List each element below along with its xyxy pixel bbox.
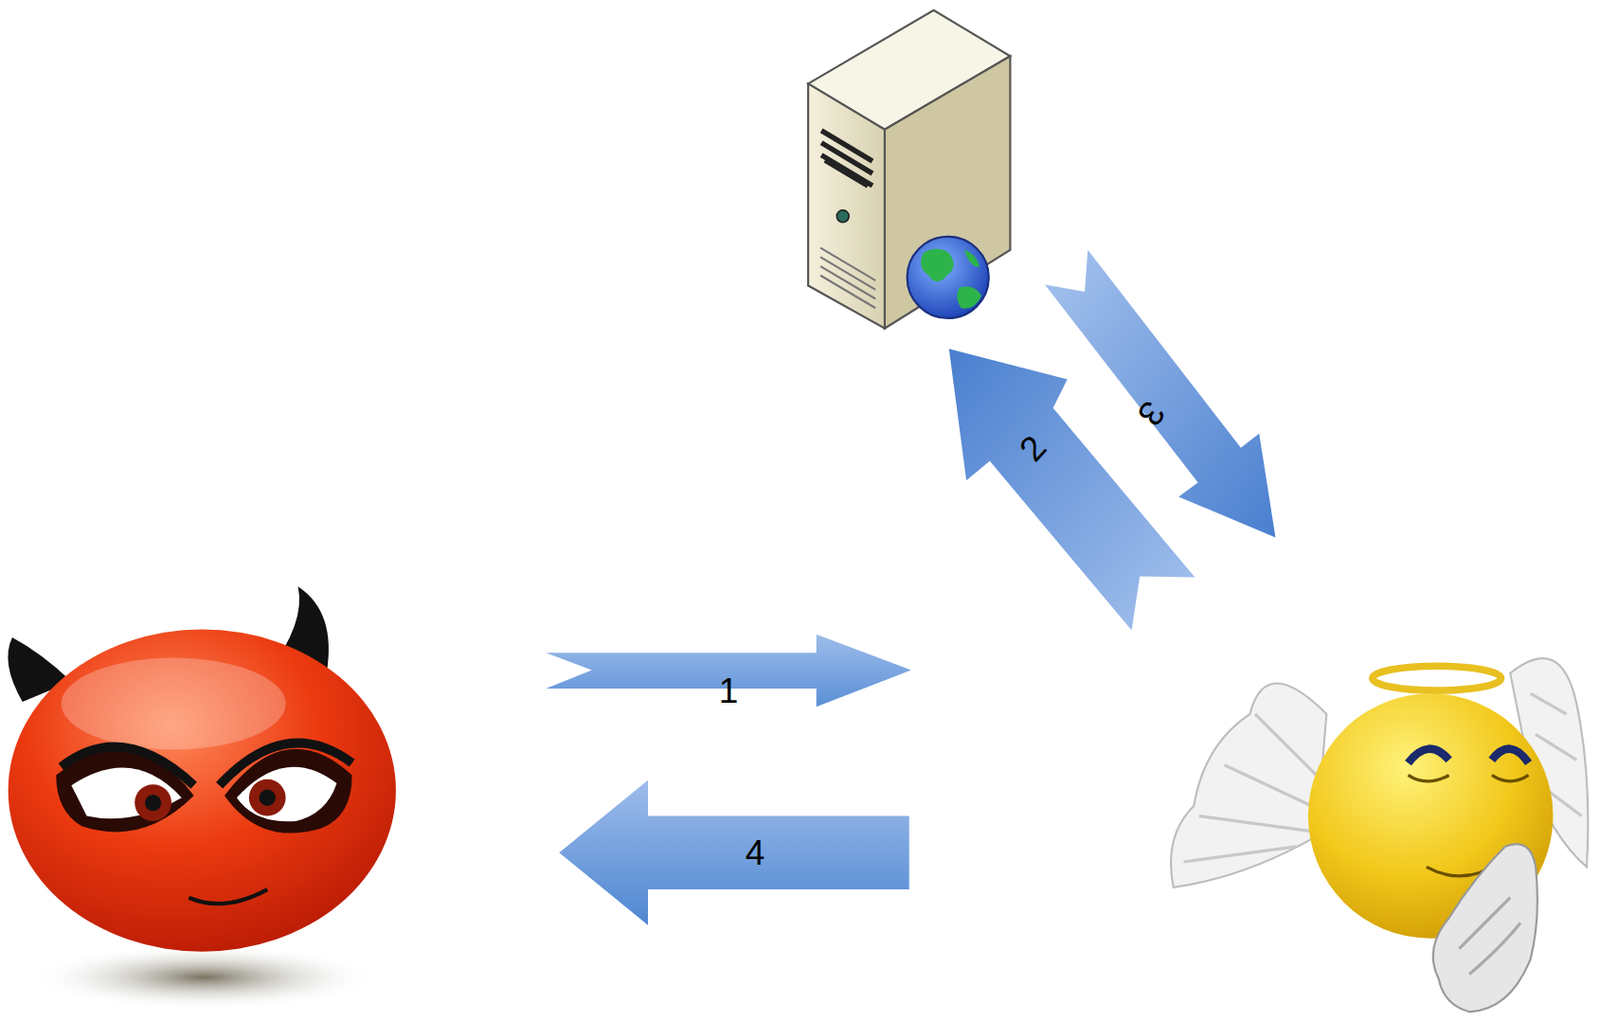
callout-number: 4 (745, 835, 766, 871)
callout-number: 1 (719, 673, 739, 709)
victim-angel-icon (1170, 658, 1588, 1012)
attacker-devil-icon (7, 586, 396, 1010)
block-arrow (558, 780, 909, 926)
block-arrow (1044, 250, 1276, 539)
web-server-icon (808, 10, 1010, 329)
